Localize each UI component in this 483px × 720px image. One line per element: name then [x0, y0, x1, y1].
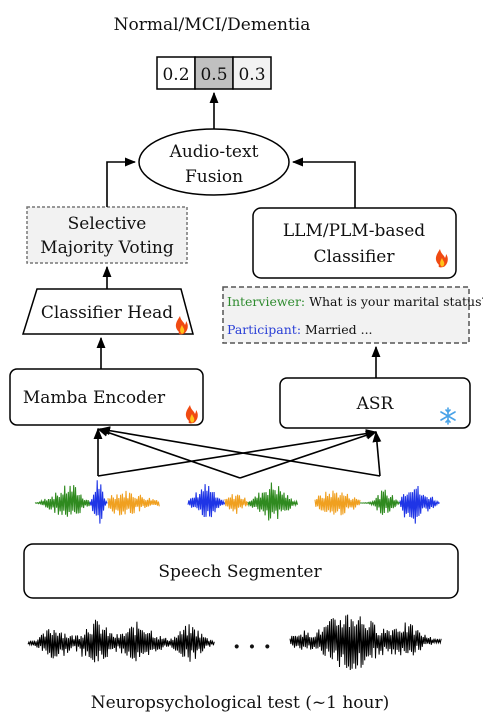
llm-line1: LLM/PLM-based [283, 221, 425, 241]
asr: ASR [279, 377, 471, 429]
participant-label: Participant: [227, 322, 301, 337]
audio-text-fusion: Audio-text Fusion [138, 128, 290, 196]
fusion-line1: Audio-text [169, 142, 259, 162]
waveform-segment-2-part-1 [187, 484, 226, 518]
llm-plm-classifier: LLM/PLM-based Classifier [252, 207, 457, 279]
asr-label: ASR [356, 394, 395, 414]
waveform-segment-3-part-2 [360, 489, 401, 515]
fire-icon [435, 249, 448, 268]
waveform-segment-1-part-1 [34, 485, 91, 517]
llm-line2: Classifier [314, 247, 396, 267]
svg-text:Participant: Married ...: Participant: Married ... [227, 322, 373, 337]
prob-normal: 0.2 [162, 65, 189, 85]
snowflake-icon [440, 407, 456, 425]
interviewer-text: What is your marital status? [305, 294, 483, 309]
speech-segmenter: Speech Segmenter [23, 543, 459, 599]
waveform-segment-3-part-3 [399, 485, 440, 524]
output-label: Normal/MCI/Dementia [114, 15, 311, 35]
mamba-encoder: Mamba Encoder [9, 368, 204, 426]
input-label: Neuropsychological test (~1 hour) [91, 693, 390, 713]
raw-waveform-right [289, 614, 442, 671]
fire-icon [175, 316, 188, 335]
waveform-segment-1-part-2 [89, 480, 108, 524]
waveform-segment-3-part-1 [314, 490, 361, 516]
fire-icon [185, 405, 198, 424]
fusion-line2: Fusion [185, 167, 243, 187]
classifier-head: Classifier Head [21, 288, 194, 335]
voting-line1: Selective [68, 214, 147, 234]
waveform-segment-2-part-3 [247, 482, 299, 521]
raw-waveform-left [27, 619, 215, 663]
probability-output: 0.2 0.5 0.3 [156, 56, 272, 90]
ellipsis: · · · [233, 634, 271, 660]
mamba-encoder-label: Mamba Encoder [23, 388, 166, 408]
interviewer-label: Interviewer: [227, 294, 305, 309]
classifier-head-label: Classifier Head [41, 303, 173, 323]
transcript-box: Interviewer: What is your marital status… [222, 286, 483, 344]
raw-speech-waveforms [27, 614, 442, 671]
voting-line2: Majority Voting [40, 238, 174, 258]
svg-text:Interviewer: What is your mari: Interviewer: What is your marital status… [227, 294, 483, 309]
prob-mci: 0.5 [200, 65, 227, 85]
selective-majority-voting: Selective Majority Voting [26, 206, 188, 264]
connector-arrows [93, 91, 382, 479]
waveform-segment-2-part-2 [224, 494, 249, 514]
segmented-speech-waveforms [34, 480, 440, 524]
participant-text: Married ... [301, 322, 372, 337]
speech-segmenter-label: Speech Segmenter [158, 562, 322, 582]
waveform-segment-1-part-3 [107, 490, 160, 516]
prob-dementia: 0.3 [238, 65, 265, 85]
